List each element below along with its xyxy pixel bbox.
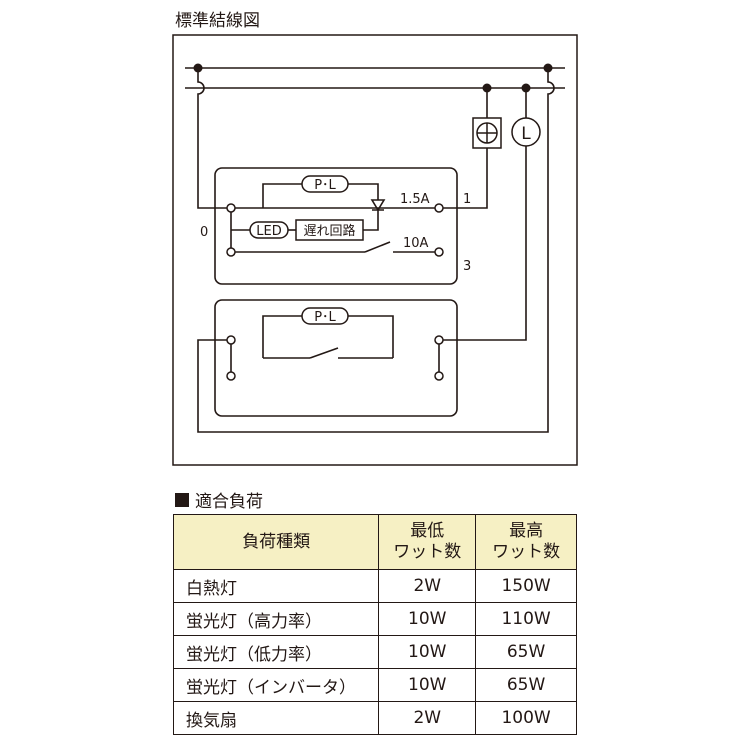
table-row: 蛍光灯（高力率） 10W 110W	[172, 602, 577, 636]
table-row: 蛍光灯（インバータ） 10W 65W	[172, 668, 577, 702]
load-type-cell: 蛍光灯（インバータ）	[172, 668, 380, 702]
wire-lamp	[439, 146, 527, 341]
terminal	[226, 247, 236, 257]
upper-switch-contact	[364, 241, 391, 253]
min-watt-cell: 10W	[378, 602, 477, 636]
lower-switch-contact	[309, 347, 339, 359]
table-row: 換気扇 2W 100W	[172, 701, 577, 735]
load-table-heading: 適合負荷	[175, 487, 263, 512]
led-element	[249, 221, 289, 239]
pilot-lamp-bottom-label: P･L	[314, 310, 336, 325]
junction-dot	[521, 83, 531, 93]
min-watt-cell: 10W	[378, 668, 477, 702]
junction-dot	[193, 63, 203, 73]
terminal-3-label: 3	[463, 259, 471, 274]
amp-label-upper: 1.5A	[400, 192, 430, 207]
pilot-lamp-top-label: P･L	[314, 178, 336, 193]
led-label: LED	[256, 224, 281, 239]
terminal	[434, 335, 444, 345]
table-header-row: 負荷種類 最低 ワット数 最高 ワット数	[172, 514, 577, 570]
terminal	[226, 335, 236, 345]
delay-circuit-label: 遅れ回路	[303, 223, 355, 239]
left-drop-wire	[197, 68, 231, 209]
terminal	[434, 371, 444, 381]
pilot-lamp-bottom	[301, 307, 349, 325]
table-row: 白熱灯 2W 150W	[172, 569, 577, 603]
square-bullet-icon	[175, 492, 189, 507]
max-watt-cell: 110W	[475, 602, 577, 636]
amp-label-lower: 10A	[403, 236, 429, 251]
header-load-type: 負荷種類	[172, 514, 380, 570]
min-watt-cell: 10W	[378, 635, 477, 669]
table-row: 蛍光灯（低力率） 10W 65W	[172, 635, 577, 669]
load-type-cell: 白熱灯	[172, 569, 380, 603]
terminal-1	[434, 203, 444, 213]
diagram-frame	[172, 34, 578, 466]
terminal-1-label: 1	[463, 192, 471, 207]
wire-terminal-1	[439, 148, 488, 209]
wiring-diagram-title: 標準結線図	[175, 11, 260, 31]
delay-circuit-box	[295, 219, 364, 241]
load-table: 負荷種類 最低 ワット数 最高 ワット数 白熱灯 2W 150W 蛍光灯（高力率…	[172, 514, 577, 735]
header-max-watt: 最高 ワット数	[475, 514, 577, 570]
terminal-3	[434, 247, 444, 257]
max-watt-cell: 65W	[475, 635, 577, 669]
junction-dot	[543, 63, 553, 73]
terminal-0-label: 0	[200, 225, 208, 240]
max-watt-cell: 65W	[475, 668, 577, 702]
right-drop-wire	[197, 68, 555, 433]
lamp-icon	[511, 117, 541, 147]
load-type-cell: 換気扇	[172, 701, 380, 735]
header-min-watt: 最低 ワット数	[378, 514, 477, 570]
indicator-light-icon	[472, 117, 502, 149]
min-watt-cell: 2W	[378, 569, 477, 603]
min-watt-cell: 2W	[378, 701, 477, 735]
terminal-0	[226, 203, 236, 213]
lamp-label: L	[521, 124, 531, 144]
load-type-cell: 蛍光灯（低力率）	[172, 635, 380, 669]
lower-switch-box	[214, 299, 458, 417]
max-watt-cell: 100W	[475, 701, 577, 735]
max-watt-cell: 150W	[475, 569, 577, 603]
upper-switch-box	[214, 167, 458, 285]
junction-dot	[482, 83, 492, 93]
terminal	[226, 371, 236, 381]
load-table-heading-text: 適合負荷	[195, 492, 263, 512]
load-type-cell: 蛍光灯（高力率）	[172, 602, 380, 636]
wiring-diagram: L P･L P･L LED 遅れ回路 1.5A 10A 0 1 3	[172, 34, 578, 466]
pilot-lamp-top	[301, 175, 349, 193]
